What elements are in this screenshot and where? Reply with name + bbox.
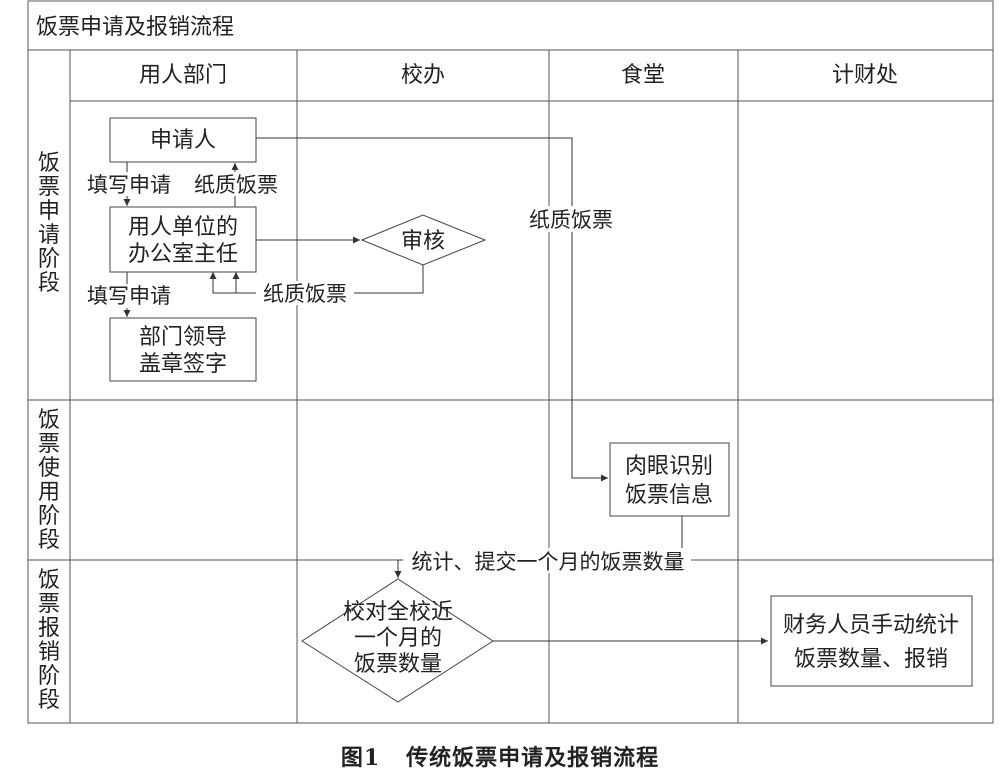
svg-text:饭: 饭 xyxy=(38,568,60,593)
edge-label-monthly-submit: 统计、提交一个月的饭票数量 xyxy=(403,548,691,574)
svg-text:段: 段 xyxy=(38,688,60,713)
svg-text:报: 报 xyxy=(38,616,60,641)
svg-text:用人单位的: 用人单位的 xyxy=(128,215,238,240)
svg-text:填写申请: 填写申请 xyxy=(87,284,171,308)
stage-label-reimburse: 饭 票 报 销 阶 段 xyxy=(38,568,60,713)
figure-caption: 图1 传统饭票申请及报销流程 xyxy=(0,740,1000,772)
svg-text:饭票数量、报销: 饭票数量、报销 xyxy=(794,647,948,672)
svg-text:填写申请: 填写申请 xyxy=(87,173,171,197)
svg-text:纸质饭票: 纸质饭票 xyxy=(529,208,613,232)
node-canteen-check: 肉眼识别 饭票信息 xyxy=(609,442,730,517)
lane-header-hr: 用人部门 xyxy=(139,63,227,88)
svg-text:申请人: 申请人 xyxy=(150,128,216,153)
swimlane-grid xyxy=(27,0,994,724)
node-office-director: 用人单位的 办公室主任 xyxy=(109,206,257,273)
figure-caption-text: 传统饭票申请及报销流程 xyxy=(406,745,660,771)
svg-text:肉眼识别: 肉眼识别 xyxy=(625,454,713,479)
svg-text:财务人员手动统计: 财务人员手动统计 xyxy=(783,613,959,638)
figure-number: 图1 xyxy=(340,745,381,771)
svg-text:统计、提交一个月的饭票数量: 统计、提交一个月的饭票数量 xyxy=(412,550,685,574)
lane-header-school-office: 校办 xyxy=(401,63,445,88)
svg-text:饭票信息: 饭票信息 xyxy=(625,483,713,508)
svg-text:用: 用 xyxy=(38,480,60,505)
svg-text:饭: 饭 xyxy=(38,408,60,433)
svg-text:申: 申 xyxy=(38,199,60,224)
node-audit: 审核 xyxy=(360,214,487,266)
lane-header-finance: 计财处 xyxy=(832,63,898,88)
svg-text:票: 票 xyxy=(38,175,60,200)
node-dept-leader: 部门领导 盖章签字 xyxy=(109,317,257,382)
svg-text:票: 票 xyxy=(38,432,60,457)
svg-text:阶: 阶 xyxy=(38,664,60,689)
stage-label-use: 饭 票 使 用 阶 段 xyxy=(38,408,60,553)
diagram-title: 饭票申请及报销流程 xyxy=(36,15,234,40)
svg-text:票: 票 xyxy=(38,592,60,617)
edge-label-fill-apply-2: 填写申请 xyxy=(82,284,176,308)
svg-text:审核: 审核 xyxy=(401,229,445,254)
svg-text:饭票数量: 饭票数量 xyxy=(354,652,442,677)
svg-text:部门领导: 部门领导 xyxy=(139,325,227,350)
svg-text:纸质饭票: 纸质饭票 xyxy=(263,282,347,306)
node-finance: 财务人员手动统计 饭票数量、报销 xyxy=(770,595,973,687)
svg-text:校对全校近: 校对全校近 xyxy=(343,600,453,625)
svg-text:销: 销 xyxy=(38,640,60,665)
edge-label-paper-ticket-3: 纸质饭票 xyxy=(522,206,620,232)
svg-text:盖章签字: 盖章签字 xyxy=(139,352,227,377)
lane-header-canteen: 食堂 xyxy=(621,63,665,88)
svg-text:请: 请 xyxy=(38,223,60,248)
svg-text:饭: 饭 xyxy=(38,151,60,176)
node-applicant: 申请人 xyxy=(109,117,257,163)
svg-text:段: 段 xyxy=(38,271,60,296)
svg-text:阶: 阶 xyxy=(38,247,60,272)
svg-text:段: 段 xyxy=(38,528,60,553)
edge-label-paper-ticket-2: 纸质饭票 xyxy=(256,281,354,306)
stage-label-apply: 饭 票 申 请 阶 段 xyxy=(38,151,60,296)
svg-text:使: 使 xyxy=(38,456,60,481)
node-school-count: 校对全校近 一个月的 饭票数量 xyxy=(301,578,494,703)
svg-text:办公室主任: 办公室主任 xyxy=(128,242,238,267)
edge-label-paper-ticket-1: 纸质饭票 xyxy=(188,172,284,197)
svg-text:阶: 阶 xyxy=(38,504,60,529)
svg-text:纸质饭票: 纸质饭票 xyxy=(194,173,278,197)
edge-label-fill-apply-1: 填写申请 xyxy=(82,172,176,197)
svg-text:一个月的: 一个月的 xyxy=(354,626,442,651)
